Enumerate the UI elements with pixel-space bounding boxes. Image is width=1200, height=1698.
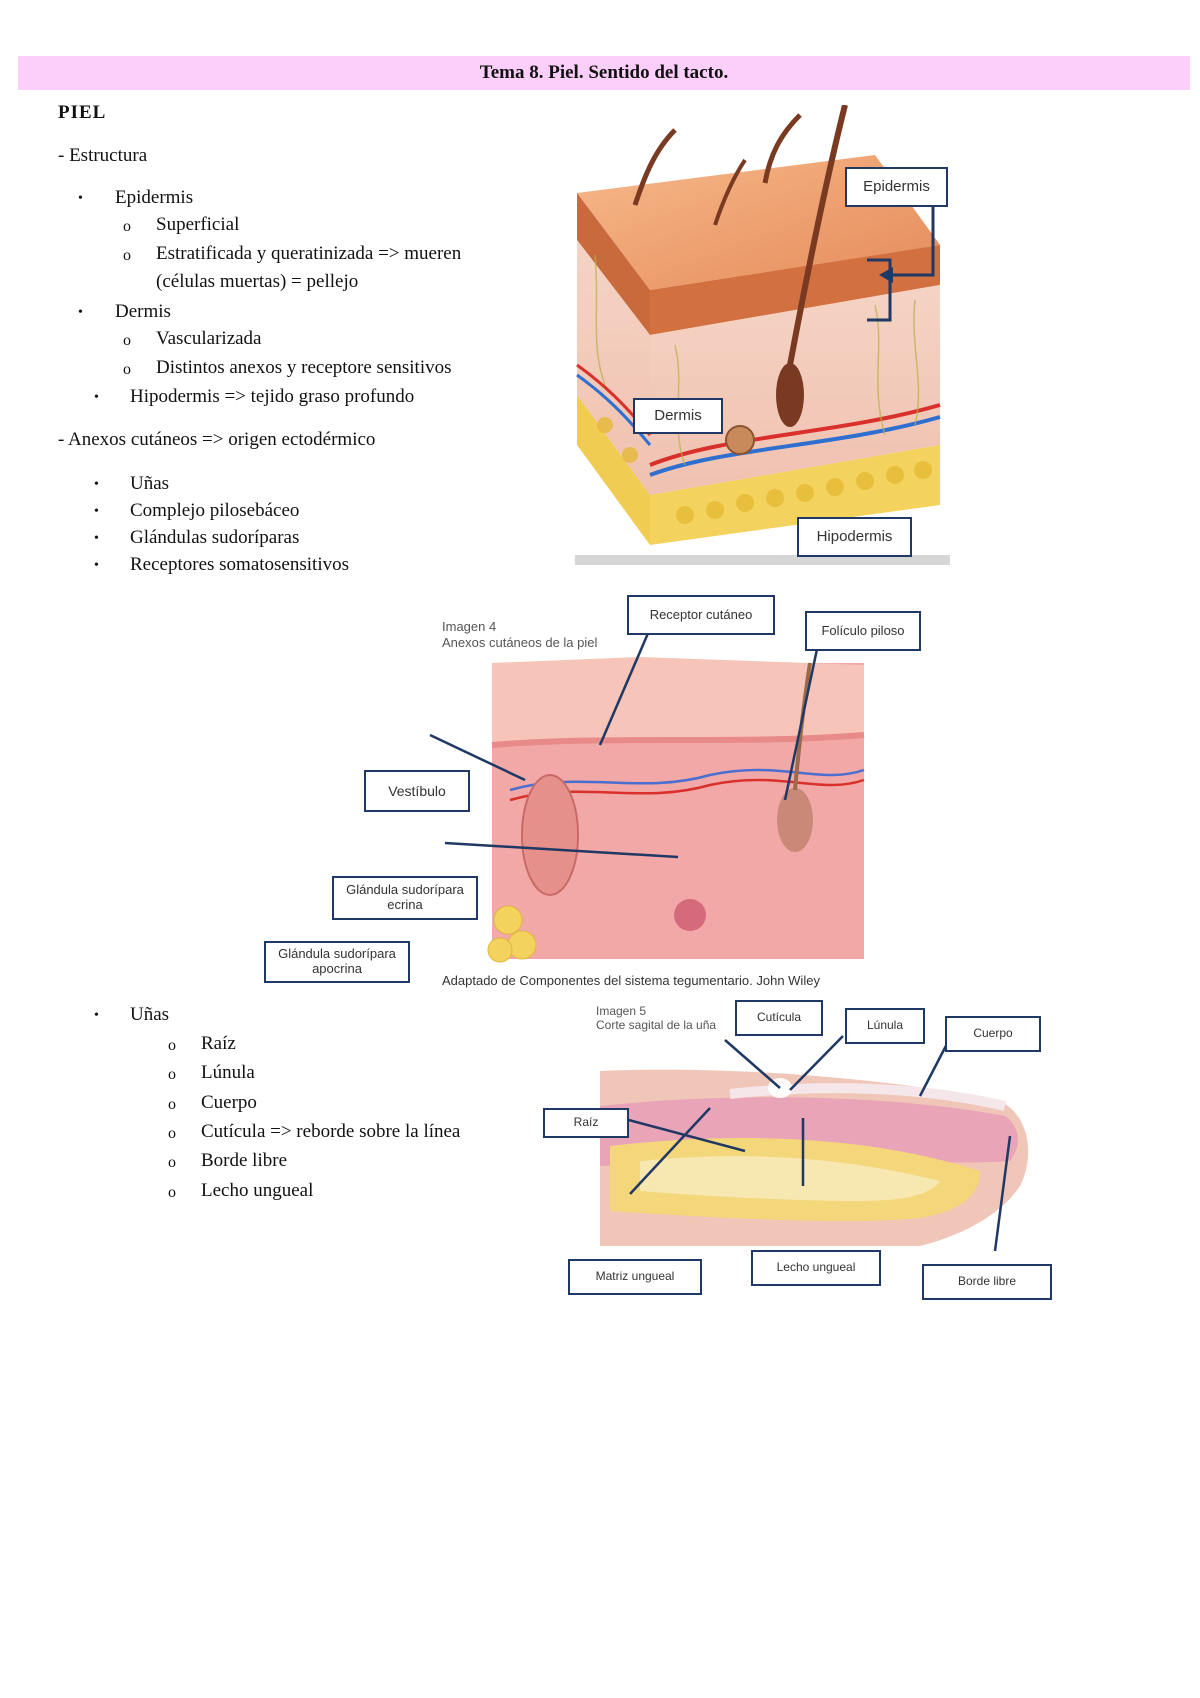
una-item-lecho: Lecho ungueal [201,1180,314,1201]
bullet-icon: • [78,191,83,206]
skin-label-arrows [867,197,935,322]
estructura-heading: - Estructura [58,145,148,166]
figure3-caption-number: Imagen 5 [596,1004,647,1018]
bullet-icon: • [94,477,99,492]
sub-item-distintos-anexos: Distintos anexos y receptore sensitivos [156,357,452,378]
sub-bullet-icon: o [123,247,131,264]
anexos-illustration [429,616,865,963]
document-title: Tema 8. Piel. Sentido del tacto. [18,56,1190,90]
list-item-hipodermis: Hipodermis => tejido graso profundo [130,386,415,407]
sub-bullet-icon: o [168,1154,176,1171]
unas-heading: Uñas [130,1004,170,1025]
anexo-item-receptores: Receptores somatosensitivos [130,554,349,575]
sub-bullet-icon: o [123,332,131,349]
sub-item-estratificada: Estratificada y queratinizada => mueren [156,243,462,264]
una-item-cuerpo: Cuerpo [201,1092,257,1113]
nail-illustration [600,1035,1029,1252]
sub-bullet-icon: o [168,1125,176,1142]
figure3-caption-title: Corte sagital de la uña [596,1018,717,1032]
bullet-icon: • [94,1008,99,1023]
section-heading-piel: PIEL [58,102,107,123]
anexos-heading: - Anexos cutáneos => origen ectodérmico [58,429,376,450]
sub-bullet-icon: o [168,1066,176,1083]
bullet-icon: • [94,504,99,519]
label-raiz: Raíz [543,1108,629,1138]
sub-bullet-icon: o [168,1037,176,1054]
anexo-item-unas: Uñas [130,473,170,494]
sub-bullet-icon: o [168,1096,176,1113]
figure2-footer: Adaptado de Componentes del sistema tegu… [442,973,820,988]
anexos-figure: Imagen 4 Anexos cutáneos de la piel Rece… [260,595,921,990]
una-item-cuticula: Cutícula => reborde sobre la línea [201,1121,461,1142]
figure2-caption-number: Imagen 4 [442,619,497,634]
anexo-item-glandulas: Glándulas sudoríparas [130,527,300,548]
nail-figure: Imagen 5 Corte sagital de la uña Cutícul… [540,996,1060,1301]
label-glandula-ecrina: Glándula sudorípara ecrina [332,876,478,920]
sub-bullet-icon: o [168,1184,176,1201]
bullet-icon: • [94,390,99,405]
figure2-caption-title: Anexos cutáneos de la piel [442,635,598,650]
una-item-lunula: Lúnula [201,1062,255,1083]
label-receptor-cutaneo: Receptor cutáneo [627,595,775,635]
bullet-icon: • [94,531,99,546]
label-lecho-ungueal: Lecho ungueal [751,1250,881,1286]
label-glandula-apocrina: Glándula sudorípara apocrina [264,941,410,983]
una-item-borde-libre: Borde libre [201,1150,288,1171]
label-vestibulo: Vestíbulo [364,770,470,812]
bullet-icon: • [78,305,83,320]
label-matriz-ungueal: Matriz ungueal [568,1259,702,1295]
label-cuerpo: Cuerpo [945,1016,1041,1052]
label-cuticula: Cutícula [735,1000,823,1036]
label-foliculo-piloso: Folículo piloso [805,611,921,651]
sub-item-superficial: Superficial [156,214,240,235]
list-item-epidermis: Epidermis [115,187,194,208]
label-hipodermis: Hipodermis [797,517,912,557]
sub-bullet-icon: o [123,218,131,235]
sub-bullet-icon: o [123,361,131,378]
label-dermis: Dermis [633,398,723,434]
anexo-item-pilosebaceo: Complejo pilosebáceo [130,500,300,521]
sub-item-estratificada-cont: (células muertas) = pellejo [156,271,359,292]
list-item-dermis: Dermis [115,301,171,322]
label-borde-libre: Borde libre [922,1264,1052,1300]
una-item-raiz: Raíz [201,1033,236,1054]
sub-item-vascularizada: Vascularizada [156,328,262,349]
bullet-icon: • [94,558,99,573]
skin-structure-figure: Epidermis Dermis Hipodermis [575,104,950,565]
label-epidermis: Epidermis [845,167,948,207]
label-lunula: Lúnula [845,1008,925,1044]
